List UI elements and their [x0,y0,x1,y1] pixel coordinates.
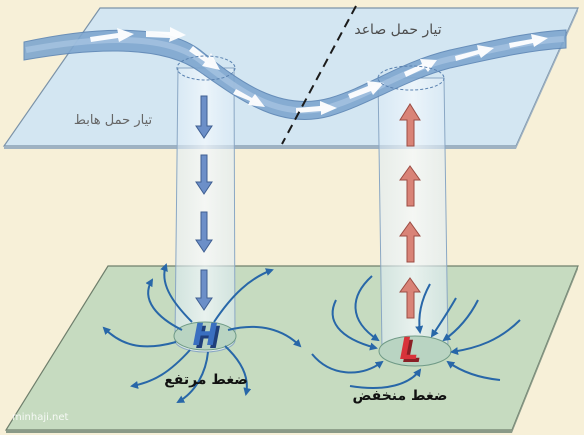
wind-arrow [450,319,521,356]
up-arrow [399,277,421,319]
down-arrow [195,269,213,311]
wind-arrow [415,283,431,334]
wind-arrow [145,278,183,331]
low-letter-shadow: L [402,335,421,370]
up-arrow [399,103,421,147]
flow-arrow [455,45,494,61]
wind-arrow [354,275,380,342]
flow-arrow [404,59,437,77]
ground-plane-side [512,266,578,433]
high-pressure-base [173,321,237,351]
wind-arrow [224,345,252,396]
down-arrow [195,211,213,253]
updraft-arrows [399,103,421,319]
high-pressure-wind-arrows [102,263,302,403]
wind-arrow [349,368,422,390]
ground-plane [4,265,579,431]
low-pressure-label: ضغط منخفض [353,388,448,404]
wind-arrow [160,263,193,323]
flow-arrow [146,27,186,42]
wind-arrow [176,351,209,403]
wind-arrow [442,299,479,342]
downdraft-arrows [195,95,213,311]
high-letter-shadow: H [195,321,220,356]
up-arrow [399,165,421,207]
flow-arrow [348,81,384,99]
wind-arrow [213,268,274,323]
jet-stream-flow-arrows [90,27,548,115]
watermark: minhaji.net [12,412,69,423]
down-arrow [195,95,213,139]
low-pressure-wind-arrows [311,275,521,390]
ground-plane-edge [6,430,512,433]
low-letter: L [399,332,418,367]
flow-arrow [509,34,548,48]
downdraft-label: تيار حمل هابط [74,113,153,128]
wind-arrow [331,299,378,351]
dashed-divider [281,5,357,145]
flow-arrow [233,89,265,107]
wind-arrow [130,349,191,389]
wind-arrow [311,353,384,374]
jet-stream-band [23,29,567,121]
flow-arrow [296,101,337,115]
flow-arrow [90,28,134,42]
up-arrow [399,221,421,263]
updraft-label: تيار حمل صاعد [354,22,441,38]
wind-arrow [430,297,457,338]
low-pressure-symbol: L L [399,332,421,370]
down-arrow [195,154,213,195]
high-pressure-symbol: H H [192,318,220,356]
high-pressure-label: ضغط مرتفع [164,372,248,388]
wind-arrow [102,326,177,348]
flow-arrow [189,46,220,70]
wind-arrow [227,325,302,348]
wind-arrow [446,360,501,381]
downdraft-top-ring [176,55,236,81]
updraft-top-ring [377,65,445,91]
high-letter: H [192,318,217,353]
